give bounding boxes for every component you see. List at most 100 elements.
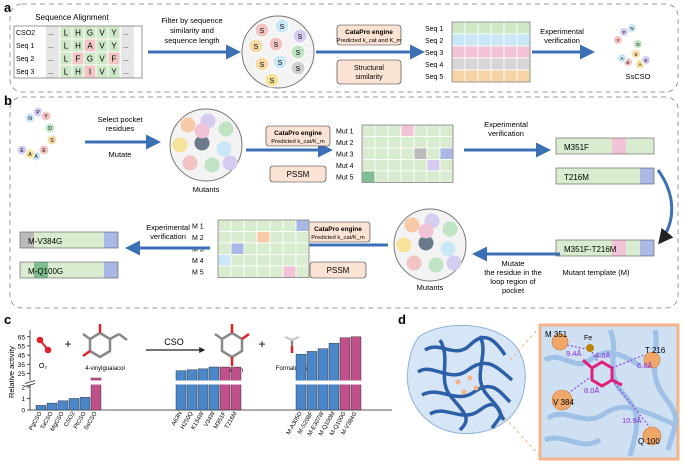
seq-circle-letter: S xyxy=(50,138,54,144)
bar xyxy=(197,368,209,411)
curved-arrow xyxy=(656,169,674,245)
mutant-dot xyxy=(194,123,210,139)
zoom-ribbon xyxy=(546,404,675,427)
alignment-residue: V xyxy=(99,29,105,38)
ligand-spot xyxy=(473,385,479,391)
result-bar-cell xyxy=(584,168,598,184)
loop-3: loop region of xyxy=(490,277,536,286)
grid-row-label: M 4 xyxy=(192,258,204,265)
result-bar-cell xyxy=(640,138,654,154)
engine-sub-b2: Predicted k_cat/K_m xyxy=(311,235,365,241)
bar xyxy=(79,397,91,411)
grid-cell xyxy=(269,219,284,232)
result-bar-cell xyxy=(612,168,626,184)
seq-cell xyxy=(464,45,479,59)
bar xyxy=(219,366,231,411)
seq-cell xyxy=(477,57,492,71)
alignment-ellipsis: ... xyxy=(48,69,54,76)
grid-row-label: Mut 4 xyxy=(336,163,354,170)
grid-cell xyxy=(217,254,232,267)
zoom-ribbons xyxy=(543,328,679,457)
candidate-circle xyxy=(290,60,306,76)
bar xyxy=(230,366,242,411)
alignment-row-name: Seq 2 xyxy=(16,56,34,63)
alignment-residue: F xyxy=(112,55,117,64)
exp-verif-a1: Experimental xyxy=(540,27,584,36)
seq-cell xyxy=(490,57,505,71)
residue-label-v384: V 384 xyxy=(553,398,574,407)
result-bar-cell xyxy=(570,240,584,256)
seq-cell xyxy=(503,57,518,71)
ribbon xyxy=(416,361,514,382)
alignment-residue: Y xyxy=(111,42,117,51)
grid-cell xyxy=(361,147,376,160)
grid-cell xyxy=(413,124,428,137)
seq-circle xyxy=(44,122,56,134)
candidate-circle xyxy=(292,28,308,44)
result-bar-cell xyxy=(62,262,76,278)
mutants-label-2: Mutants xyxy=(417,283,444,292)
dist-line-5 xyxy=(611,379,653,431)
result-bar-cell xyxy=(640,240,654,256)
grid-cell xyxy=(400,147,415,160)
grid-row-label: Mut 3 xyxy=(336,152,354,159)
sscso-circle xyxy=(627,23,637,33)
mutant-dot xyxy=(216,141,232,157)
alignment-title: Sequence Alignment xyxy=(35,13,109,22)
seq-circle-letter: A xyxy=(34,154,38,160)
grid-cell xyxy=(243,231,258,244)
result-bar-cell xyxy=(584,138,598,154)
seq-circle-letter: D xyxy=(48,126,52,132)
result-bar-cell xyxy=(556,240,570,256)
grid-border xyxy=(361,124,454,183)
residue-spheres xyxy=(551,333,662,446)
pssm-box-2 xyxy=(309,261,367,279)
alignment-residue: V xyxy=(99,42,105,51)
candidate-letter: S xyxy=(280,24,285,31)
filter-text-2: similarity and xyxy=(170,26,214,35)
grid-cell xyxy=(413,136,428,149)
result-bar-border xyxy=(555,137,655,155)
y-tick-label: 1 xyxy=(21,396,25,403)
exp-verif-b3: Experimental xyxy=(146,223,190,232)
alignment-ellipsis: ... xyxy=(48,43,54,50)
axis-break-mark xyxy=(24,380,36,384)
grid-cell xyxy=(230,231,245,244)
grid-cell xyxy=(439,159,454,172)
cso-label: CSO xyxy=(164,337,184,347)
zoom-line-2 xyxy=(504,417,541,457)
sscso-circle xyxy=(641,55,651,65)
seq-cell xyxy=(503,21,518,35)
seq-cell xyxy=(490,21,505,35)
result-bar-cell xyxy=(104,232,118,248)
pssm-box-1 xyxy=(269,165,327,183)
mutant-dot xyxy=(172,137,188,153)
structural-1: Structural xyxy=(354,65,384,72)
bar xyxy=(328,342,340,411)
seq-label: Seq 4 xyxy=(425,62,443,69)
grid-cell xyxy=(426,170,441,183)
mutant-dot xyxy=(204,157,220,173)
result-bar-label: M-V384G xyxy=(28,237,62,246)
result-bar-label: T216M xyxy=(564,173,589,182)
y-tick-label: 35 xyxy=(18,362,26,369)
dist-line-3 xyxy=(611,354,645,369)
plus-1: + xyxy=(64,337,71,351)
zoom-ribbon xyxy=(543,350,642,369)
grid-cell xyxy=(374,170,389,183)
result-bar-cell xyxy=(20,232,34,248)
seq-cell xyxy=(451,45,466,59)
sscso-letter: E xyxy=(644,58,647,63)
result-bar-cell xyxy=(556,138,570,154)
grid-cell xyxy=(426,159,441,172)
seq-grid-border xyxy=(451,21,531,83)
sscso-letter: S xyxy=(634,52,637,57)
grid-cell xyxy=(387,170,402,183)
